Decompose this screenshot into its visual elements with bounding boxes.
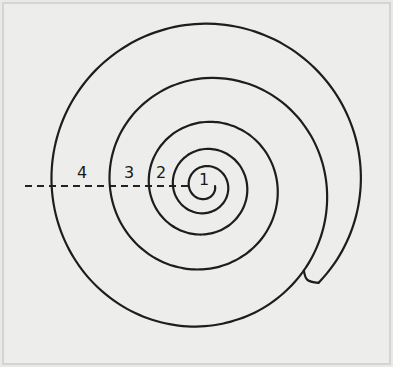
spiral-whorl (51, 24, 360, 327)
whorl-number: 1 (199, 171, 209, 189)
whorl-number: 2 (156, 164, 166, 182)
whorl-number: 4 (77, 164, 87, 182)
paper-frame (3, 3, 390, 364)
dashed-axis (25, 185, 188, 187)
aperture-lip (304, 270, 319, 282)
whorl-number: 3 (124, 164, 134, 182)
